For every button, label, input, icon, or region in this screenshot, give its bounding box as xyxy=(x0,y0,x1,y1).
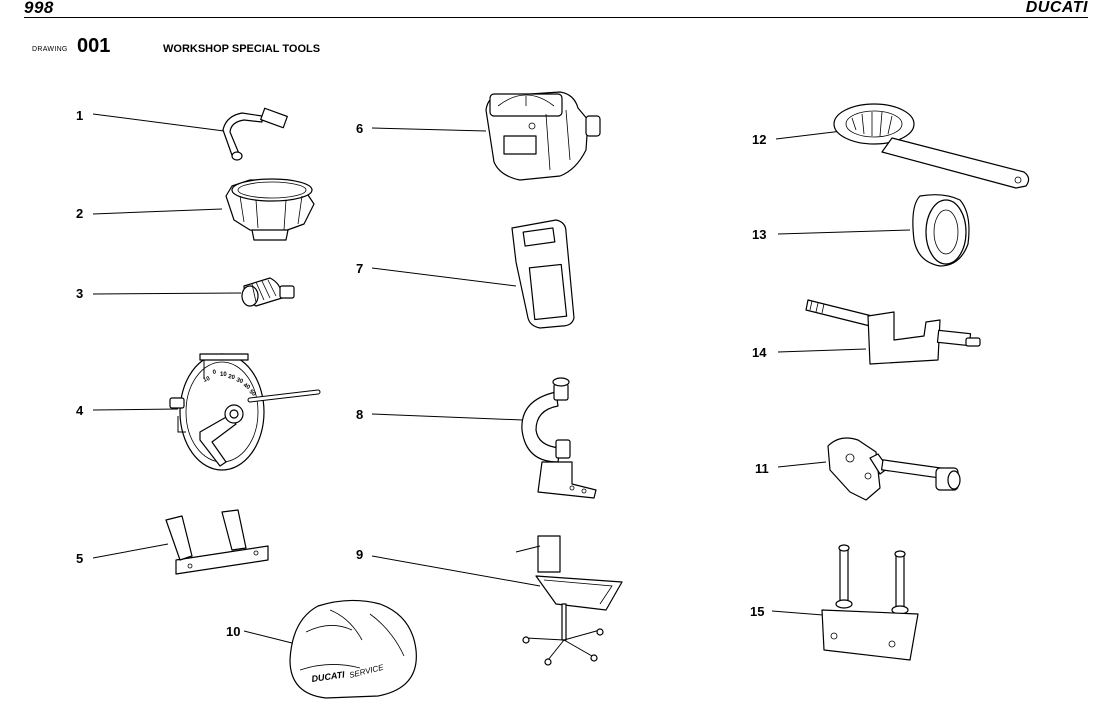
leader-lines xyxy=(92,113,911,645)
callout-4[interactable]: 4 xyxy=(76,403,84,418)
leader-14 xyxy=(777,348,867,353)
header-rule xyxy=(24,17,1088,18)
leader-2 xyxy=(92,208,223,215)
cover-brand: DUCATI xyxy=(311,669,346,684)
callout-5[interactable]: 5 xyxy=(76,551,83,566)
callout-14[interactable]: 14 xyxy=(752,345,767,360)
leader-6 xyxy=(371,127,487,132)
tool-6-dial-gauge xyxy=(485,91,601,181)
leader-15 xyxy=(771,610,824,616)
tool-2-filter-wrench xyxy=(225,178,315,241)
leader-4 xyxy=(92,408,179,411)
tool-10-service-cover: DUCATI SERVICE xyxy=(289,599,417,699)
callout-13[interactable]: 13 xyxy=(752,227,766,242)
callout-labels: 1 2 3 4 5 6 7 8 9 10 11 12 13 14 15 xyxy=(76,108,769,639)
tool-11-puller xyxy=(827,437,961,501)
tool-4-degree-wheel: 10 0 10 20 30 40 50 xyxy=(169,353,321,471)
leader-7 xyxy=(371,267,517,287)
scale-label: 0 xyxy=(212,369,217,376)
leader-11 xyxy=(777,461,827,468)
leader-13 xyxy=(777,229,911,235)
degree-scale: 10 0 10 20 30 40 50 xyxy=(203,369,258,398)
tool-3-knurled-drift xyxy=(241,277,295,307)
tool-12-ring-spanner xyxy=(833,103,1030,189)
callout-12[interactable]: 12 xyxy=(752,132,766,147)
leader-8 xyxy=(371,413,524,421)
tool-9-engine-stand xyxy=(515,535,623,666)
tool-14-bar-gauge xyxy=(805,299,981,365)
callout-6[interactable]: 6 xyxy=(356,121,363,136)
scale-label: 30 xyxy=(235,377,244,385)
leader-5 xyxy=(92,543,169,559)
tool-15-stud-plate xyxy=(821,544,919,661)
leader-9 xyxy=(371,555,541,587)
tool-13-bearing-ring xyxy=(912,194,970,267)
scale-label: 10 xyxy=(220,372,227,378)
callout-3[interactable]: 3 xyxy=(76,286,83,301)
tool-8-c-clamp xyxy=(521,377,597,499)
drawing-title: WORKSHOP SPECIAL TOOLS xyxy=(163,43,321,55)
callout-9[interactable]: 9 xyxy=(356,547,363,562)
tool-1-hook xyxy=(222,107,288,161)
callout-1[interactable]: 1 xyxy=(76,108,83,123)
leader-3 xyxy=(92,292,242,295)
brand-title: DUCATI xyxy=(1025,0,1088,16)
callout-15[interactable]: 15 xyxy=(750,604,764,619)
scale-label: 10 xyxy=(203,376,212,384)
scale-label: 40 xyxy=(242,383,251,392)
drawing-number: 001 xyxy=(77,35,111,57)
model-title: 998 xyxy=(24,0,54,17)
tool-5-bracket xyxy=(165,509,269,575)
leader-12 xyxy=(775,130,843,140)
tool-7-handheld-tester xyxy=(511,219,575,329)
leader-10 xyxy=(243,630,297,645)
callout-10[interactable]: 10 xyxy=(226,624,240,639)
callout-11[interactable]: 11 xyxy=(755,461,769,476)
callout-7[interactable]: 7 xyxy=(356,261,363,276)
scale-label: 50 xyxy=(248,389,257,398)
callout-8[interactable]: 8 xyxy=(356,407,363,422)
scale-label: 20 xyxy=(228,374,236,381)
callout-2[interactable]: 2 xyxy=(76,206,83,221)
leader-1 xyxy=(92,113,225,132)
drawing-label: DRAWING xyxy=(32,46,68,53)
